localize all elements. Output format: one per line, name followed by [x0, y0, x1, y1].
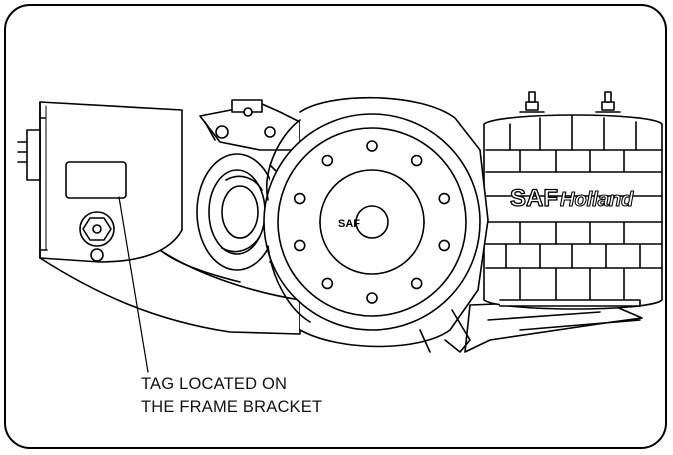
callout-line-1: TAG LOCATED ON [141, 375, 288, 393]
wheel-bolt-hole [366, 140, 378, 152]
wheel-bolt-hole [366, 292, 378, 304]
wheel-bolt-hole [293, 192, 306, 205]
air-spring-brand-part1: SAF [510, 185, 558, 212]
callout-line-2: THE FRAME BRACKET [141, 398, 323, 416]
hub-logo: SAF [338, 218, 360, 230]
callout-leader-line [118, 196, 149, 373]
air-spring-brand-part2: Holland [560, 189, 634, 211]
trailing-arm [39, 249, 643, 353]
pivot-bolt [79, 211, 115, 262]
wheel-bolt-hole [438, 239, 451, 252]
air-spring [483, 91, 663, 310]
brake-caliper [199, 99, 301, 151]
wheel-bolt-circle [293, 140, 451, 304]
wheel-bolt-hole [438, 192, 451, 205]
wheel-bolt-hole [410, 154, 423, 167]
hub: SAF [319, 169, 425, 275]
air-spring-brand: SAF Holland [509, 184, 634, 212]
wheel-bolt-hole [321, 277, 334, 290]
identification-tag [65, 161, 127, 199]
wheel-bolt-hole [293, 239, 306, 252]
wheel-bolt-hole [410, 277, 423, 290]
wheel-bolt-hole [321, 154, 334, 167]
